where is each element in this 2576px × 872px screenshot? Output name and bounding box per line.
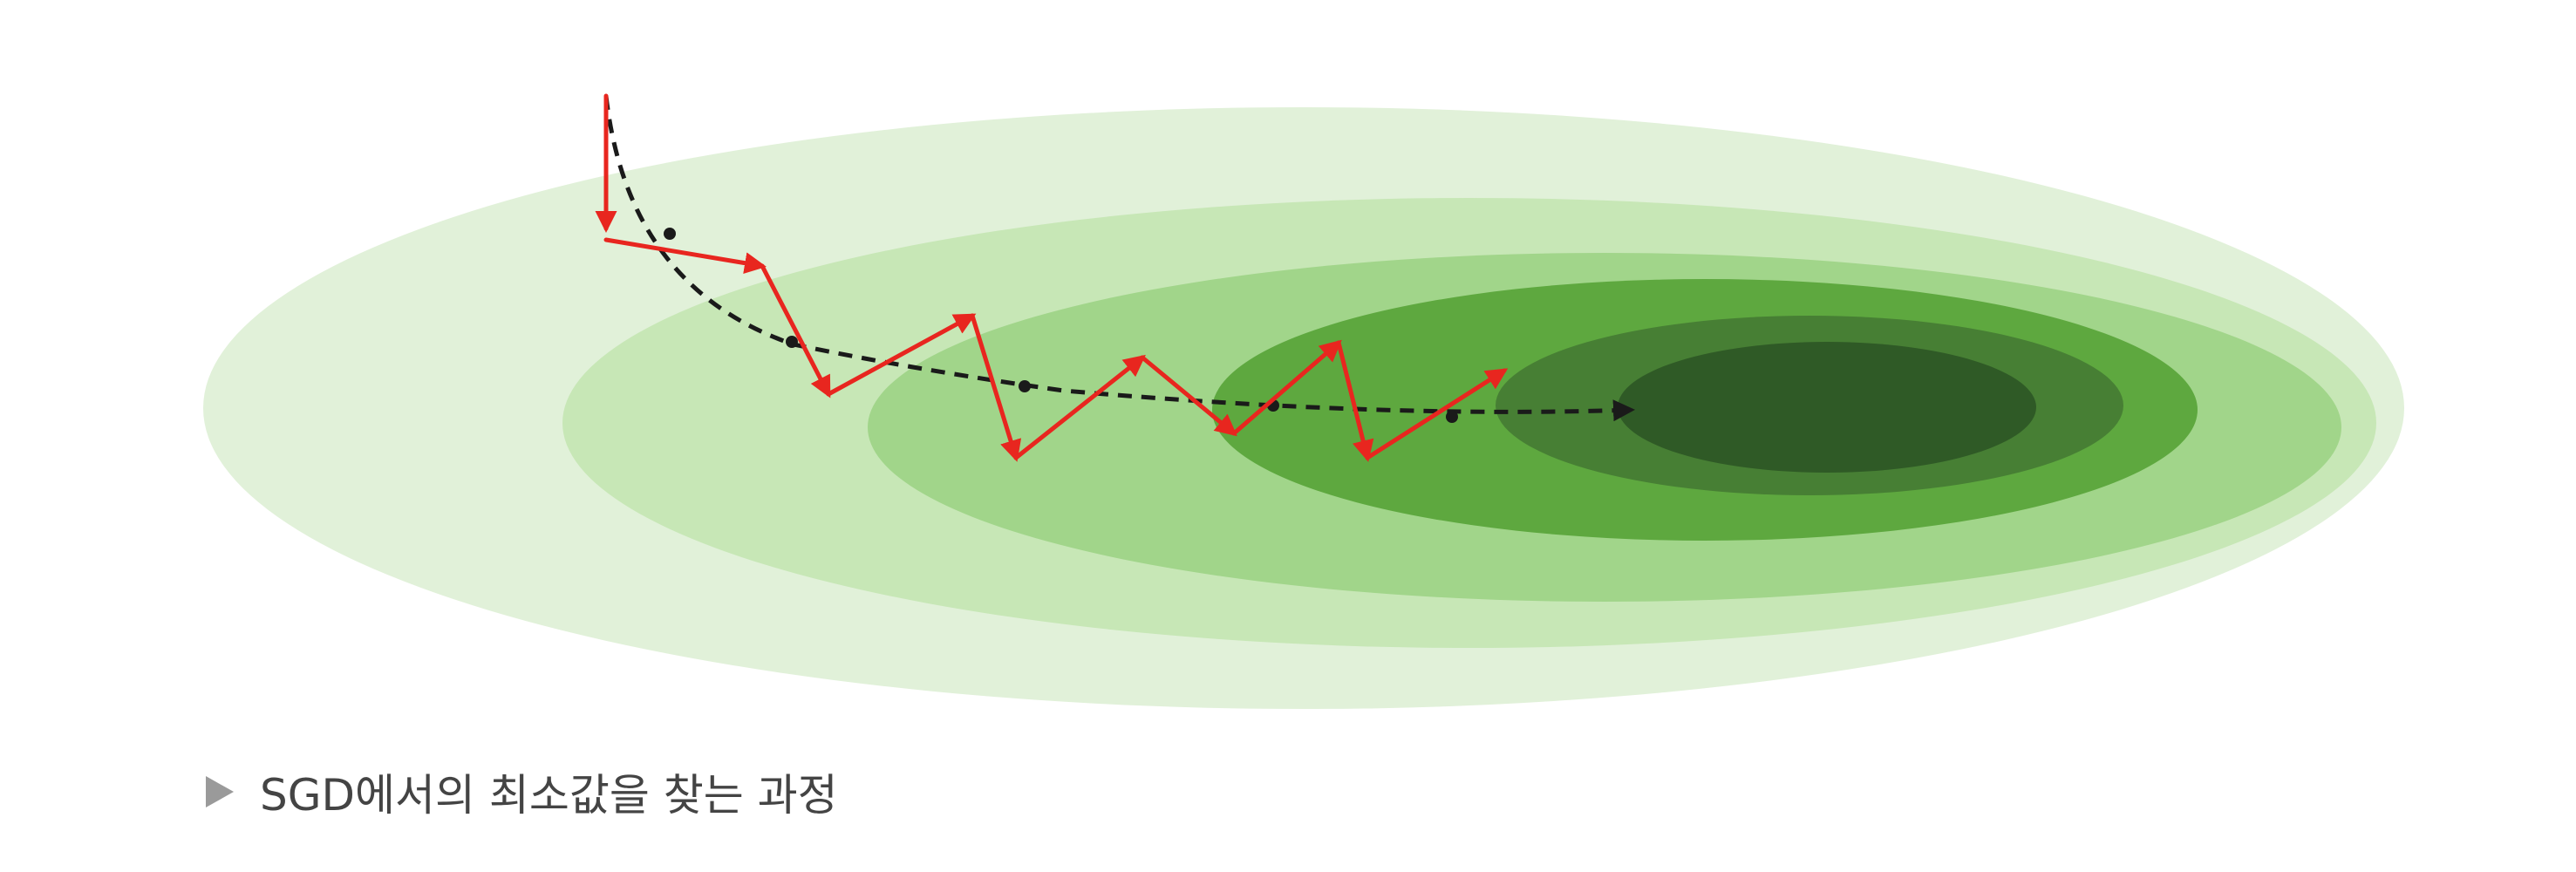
ideal-path-point — [1446, 411, 1458, 423]
triangle-right-icon — [206, 776, 234, 807]
caption-text: SGD에서의 최소값을 찾는 과정 — [260, 770, 838, 821]
sgd-step — [826, 313, 977, 397]
ideal-path-point — [1019, 380, 1031, 392]
figure-caption: SGD에서의 최소값을 찾는 과정 — [206, 757, 838, 827]
ideal-path-point — [786, 336, 798, 348]
loss-contours — [203, 107, 2404, 709]
sgd-step — [1231, 339, 1342, 436]
ideal-descent-path — [603, 95, 1635, 422]
sgd-step — [1336, 340, 1374, 462]
ideal-path-points — [664, 228, 1458, 423]
sgd-step — [1140, 355, 1237, 437]
sgd-step — [1365, 368, 1509, 460]
sgd-step — [970, 313, 1022, 462]
contour-level-6 — [1618, 342, 2036, 473]
sgd-step — [603, 237, 767, 275]
ideal-path-point — [664, 228, 676, 240]
sgd-step — [1013, 354, 1146, 460]
sgd-descent-path — [595, 93, 1509, 462]
sgd-step — [760, 263, 831, 399]
